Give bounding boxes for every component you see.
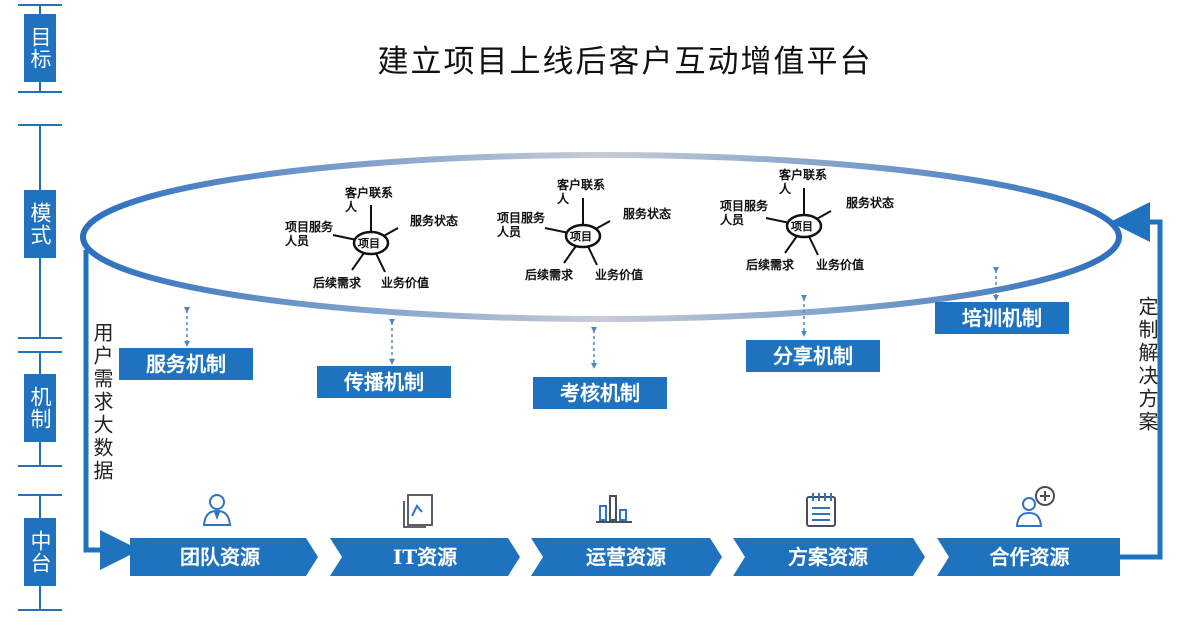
add-user-icon xyxy=(1015,486,1055,527)
right-flow-arrow xyxy=(1110,202,1163,560)
side-label-mechanism: 机制 xyxy=(24,374,56,442)
hub-node-2 xyxy=(564,223,602,249)
hub1-bottom-right: 业务价值 xyxy=(381,276,430,290)
left-timeline xyxy=(18,4,62,611)
hub1-bottom-left: 后续需求 xyxy=(313,276,362,290)
side-label-mode: 模式 xyxy=(24,190,56,258)
mechanism-assess: 考核机制 xyxy=(533,377,667,409)
resource-team: 团队资源 xyxy=(180,545,260,569)
hub2-center: 项目 xyxy=(570,230,592,243)
side-label-platform: 中台 xyxy=(24,518,56,586)
resource-partners: 合作资源 xyxy=(989,545,1070,569)
resource-band xyxy=(130,538,1120,576)
resource-solutions: 方案资源 xyxy=(788,545,868,569)
team-icon xyxy=(202,494,232,526)
hub3-center: 项目 xyxy=(791,220,813,233)
hub3-bottom-right: 业务价值 xyxy=(816,258,865,272)
page-title: 建立项目上线后客户互动增值平台 xyxy=(377,44,873,80)
notepad-icon xyxy=(806,493,836,527)
mechanism-train: 培训机制 xyxy=(935,302,1069,334)
hub1-right: 服务状态 xyxy=(410,214,459,228)
bar-chart-icon xyxy=(596,495,632,523)
hub2-right: 服务状态 xyxy=(623,207,672,221)
hub3-right: 服务状态 xyxy=(846,196,895,210)
document-icon xyxy=(403,494,433,528)
hub2-bottom-left: 后续需求 xyxy=(525,268,574,282)
hub-node-1 xyxy=(352,230,390,256)
hub-node-3 xyxy=(785,213,823,239)
mechanism-share: 分享机制 xyxy=(746,340,880,372)
hub2-bottom-right: 业务价值 xyxy=(595,268,644,282)
user-demand-bigdata-label: 用户需求大数据 xyxy=(90,322,114,483)
hub1-center: 项目 xyxy=(358,237,380,250)
custom-solution-label: 定制解决方案 xyxy=(1135,296,1159,434)
left-flow-arrow xyxy=(83,250,140,570)
hub1-left: 项目服务人员 xyxy=(285,220,334,248)
resource-it: IT资源 xyxy=(392,545,458,569)
side-label-goal: 目标 xyxy=(24,14,56,82)
mechanism-spread: 传播机制 xyxy=(317,366,451,398)
hub3-top: 客户联系人 xyxy=(779,168,828,196)
hub3-left: 项目服务人员 xyxy=(720,199,769,227)
hub1-top: 客户联系人 xyxy=(345,186,394,214)
hub2-top: 客户联系人 xyxy=(557,178,606,206)
hub2-left: 项目服务人员 xyxy=(497,211,546,239)
resource-operations: 运营资源 xyxy=(586,545,666,569)
hub3-bottom-left: 后续需求 xyxy=(746,258,795,272)
mechanism-service: 服务机制 xyxy=(119,348,253,380)
